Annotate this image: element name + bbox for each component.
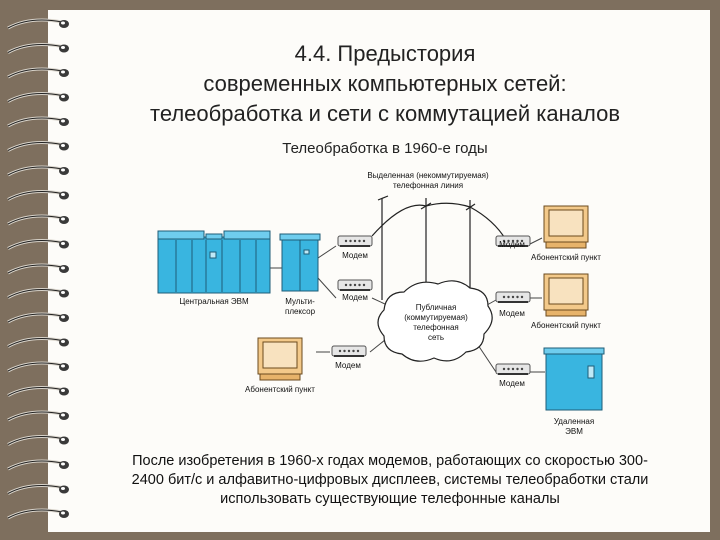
modem-label: Модем (499, 309, 525, 318)
terminal-label: Абонентский пункт (531, 253, 601, 262)
modem-icon (495, 363, 531, 375)
leased-line-label-1: Выделенная (некоммутируемая) (367, 171, 489, 180)
binding-ring (7, 92, 69, 103)
telephone-poles (371, 195, 507, 300)
binding-ring (7, 141, 69, 152)
network-label-4: сеть (428, 333, 444, 342)
network-label-2: (коммутируемая) (404, 313, 468, 322)
footer-line-3: использовать существующие телефонные кан… (220, 491, 560, 507)
network-label-3: телефонная (413, 323, 459, 332)
binding-ring (7, 165, 69, 177)
binding-ring (7, 435, 69, 446)
central-computer-label: Центральная ЭВМ (179, 297, 249, 306)
modem-icon (495, 291, 531, 303)
central-computer-icon (157, 230, 271, 294)
spiral-binding (7, 18, 69, 520)
binding-ring (7, 263, 69, 275)
binding-ring (7, 214, 69, 226)
remote-computer-icon (543, 347, 605, 411)
multiplexer-label-2: плексор (285, 307, 316, 316)
leased-line-label-2: телефонная линия (393, 181, 463, 190)
binding-ring (7, 239, 69, 250)
binding-ring (7, 361, 69, 373)
binding-ring (7, 288, 69, 299)
footer-line-1: После изобретения в 1960-х годах модемов… (132, 453, 648, 469)
title-line-3: телеобработка и сети с коммутацией канал… (149, 101, 621, 126)
footer-text: После изобретения в 1960-х годах модемов… (90, 452, 690, 509)
subtitle: Телеобработка в 1960-е годы (282, 140, 488, 157)
binding-ring (7, 190, 69, 201)
footer-line-2: 2400 бит/с и алфавитно-цифровых дисплеев… (131, 472, 649, 488)
terminal-label: Абонентский пункт (245, 385, 315, 394)
network-label-1: Публичная (416, 303, 457, 312)
terminal-icon (543, 205, 589, 249)
binding-ring (7, 312, 69, 324)
modem-icon (331, 345, 367, 357)
public-network-cloud (377, 280, 493, 362)
remote-computer-label-2: ЭВМ (565, 427, 583, 436)
terminal-icon (543, 273, 589, 317)
modem-icon (337, 235, 373, 247)
binding-ring (7, 459, 69, 471)
remote-computer-label-1: Удаленная (554, 417, 594, 426)
title-line-1: 4.4. Предыстория (294, 41, 476, 66)
binding-ring (7, 337, 69, 348)
modem-label: Модем (499, 240, 525, 249)
modem-label: Модем (335, 361, 361, 370)
multiplexer-label-1: Мульти- (285, 297, 315, 306)
modem-label: Модем (342, 251, 368, 260)
binding-ring (7, 43, 69, 54)
modem-icon (495, 235, 531, 247)
binding-ring (7, 18, 69, 30)
modem-label: Модем (342, 293, 368, 302)
binding-ring (7, 484, 69, 495)
binding-ring (7, 116, 69, 128)
binding-ring (7, 508, 69, 520)
modem-icon (337, 279, 373, 291)
multiplexer-icon (279, 233, 321, 292)
terminal-icon (257, 337, 303, 381)
binding-ring (7, 410, 69, 422)
terminal-label: Абонентский пункт (531, 321, 601, 330)
modem-label: Модем (499, 379, 525, 388)
title-line-2: современных компьютерных сетей: (203, 71, 567, 96)
binding-ring (7, 67, 69, 79)
binding-ring (7, 386, 69, 397)
